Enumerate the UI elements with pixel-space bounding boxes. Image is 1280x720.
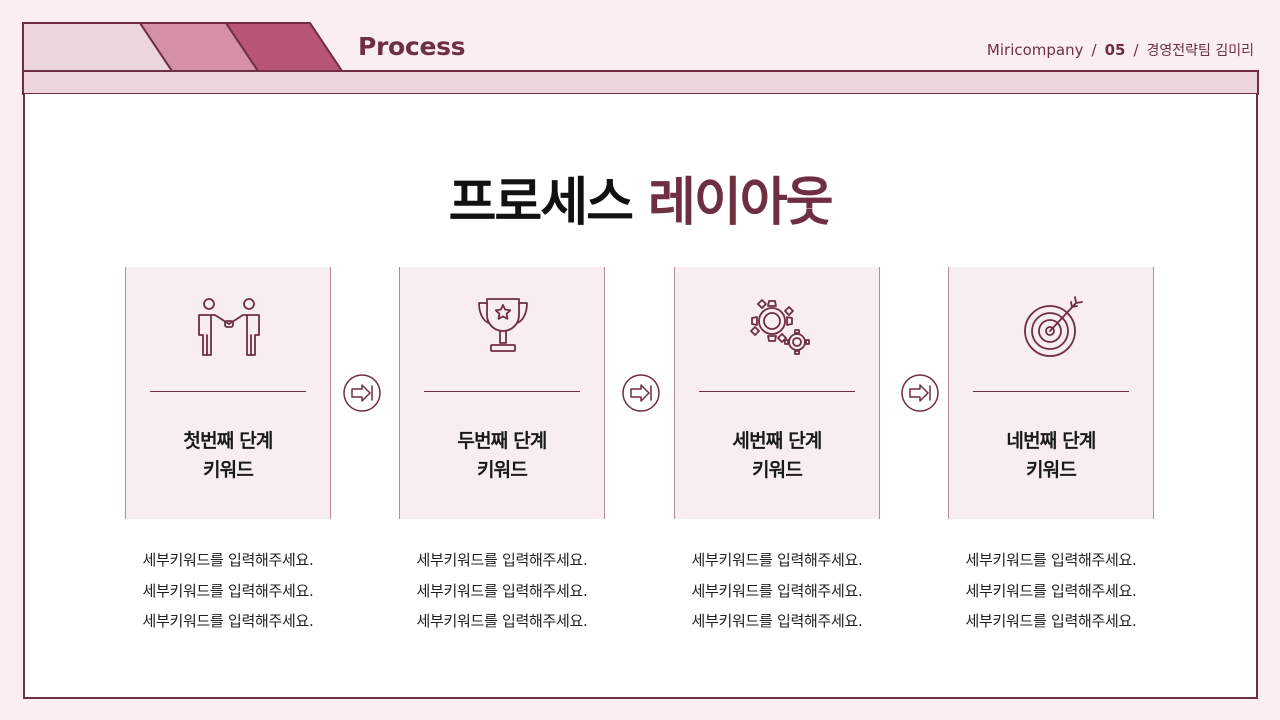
step-title: 첫번째 단계 키워드 [126,427,330,485]
meta-separator: / [1133,41,1139,59]
step-description-1: 세부키워드를 입력해주세요. 세부키워드를 입력해주세요. 세부키워드를 입력해… [118,545,338,637]
arrow-right-icon [343,374,381,412]
card-divider [699,391,855,392]
desc-line: 세부키워드를 입력해주세요. [142,581,314,600]
step-title-line2: 키워드 [751,459,803,481]
step-title-line1: 첫번째 단계 [183,430,273,452]
step-card-4: 네번째 단계 키워드 [948,267,1154,519]
card-divider [973,391,1129,392]
desc-line: 세부키워드를 입력해주세요. [416,551,588,569]
desc-line: 세부키워드를 입력해주세요. [691,581,863,600]
step-title-line1: 세번째 단계 [732,430,822,452]
step-title: 두번째 단계 키워드 [400,427,604,485]
step-title-line2: 키워드 [476,459,528,481]
page-title: 프로세스 레이아웃 [0,160,1280,235]
header-tab-decoration [22,22,1259,95]
step-title-line1: 두번째 단계 [457,430,547,452]
company-name: Miricompany [986,41,1084,59]
step-card-2: 두번째 단계 키워드 [399,267,605,519]
step-description-3: 세부키워드를 입력해주세요. 세부키워드를 입력해주세요. 세부키워드를 입력해… [667,545,887,637]
title-accent: 레이아웃 [648,173,833,233]
step-title: 네번째 단계 키워드 [949,427,1153,485]
step-description-4: 세부키워드를 입력해주세요. 세부키워드를 입력해주세요. 세부키워드를 입력해… [941,545,1161,637]
card-divider [424,391,580,392]
desc-line: 세부키워드를 입력해주세요. [691,612,863,630]
title-black: 프로세스 [448,173,634,233]
trophy-icon [478,298,528,352]
header-meta: Miricompany / 05 / 경영전략팀 김미리 [987,40,1254,60]
author-name: 경영전략팀 김미리 [1146,43,1255,59]
card-divider [150,391,306,392]
desc-line: 세부키워드를 입력해주세요. [691,551,863,569]
desc-line: 세부키워드를 입력해주세요. [965,581,1137,600]
step-title-line2: 키워드 [1025,459,1077,481]
desc-line: 세부키워드를 입력해주세요. [416,612,588,630]
meta-separator: / [1091,41,1097,59]
step-title-line1: 네번째 단계 [1006,430,1096,452]
desc-line: 세부키워드를 입력해주세요. [965,612,1137,630]
step-card-1: 첫번째 단계 키워드 [125,267,331,519]
target-icon [1024,296,1083,357]
desc-line: 세부키워드를 입력해주세요. [142,551,314,569]
desc-line: 세부키워드를 입력해주세요. [965,551,1137,569]
step-title: 세번째 단계 키워드 [675,427,879,485]
header-title: Process [358,32,466,61]
handshake-icon [198,298,260,356]
arrow-right-icon [622,374,660,412]
page-number: 05 [1104,41,1126,59]
desc-line: 세부키워드를 입력해주세요. [416,581,588,600]
arrow-right-icon [901,374,939,412]
step-card-3: 세번째 단계 키워드 [674,267,880,519]
step-title-line2: 키워드 [202,459,254,481]
gears-icon [750,299,810,355]
desc-line: 세부키워드를 입력해주세요. [142,612,314,630]
step-description-2: 세부키워드를 입력해주세요. 세부키워드를 입력해주세요. 세부키워드를 입력해… [392,545,612,637]
